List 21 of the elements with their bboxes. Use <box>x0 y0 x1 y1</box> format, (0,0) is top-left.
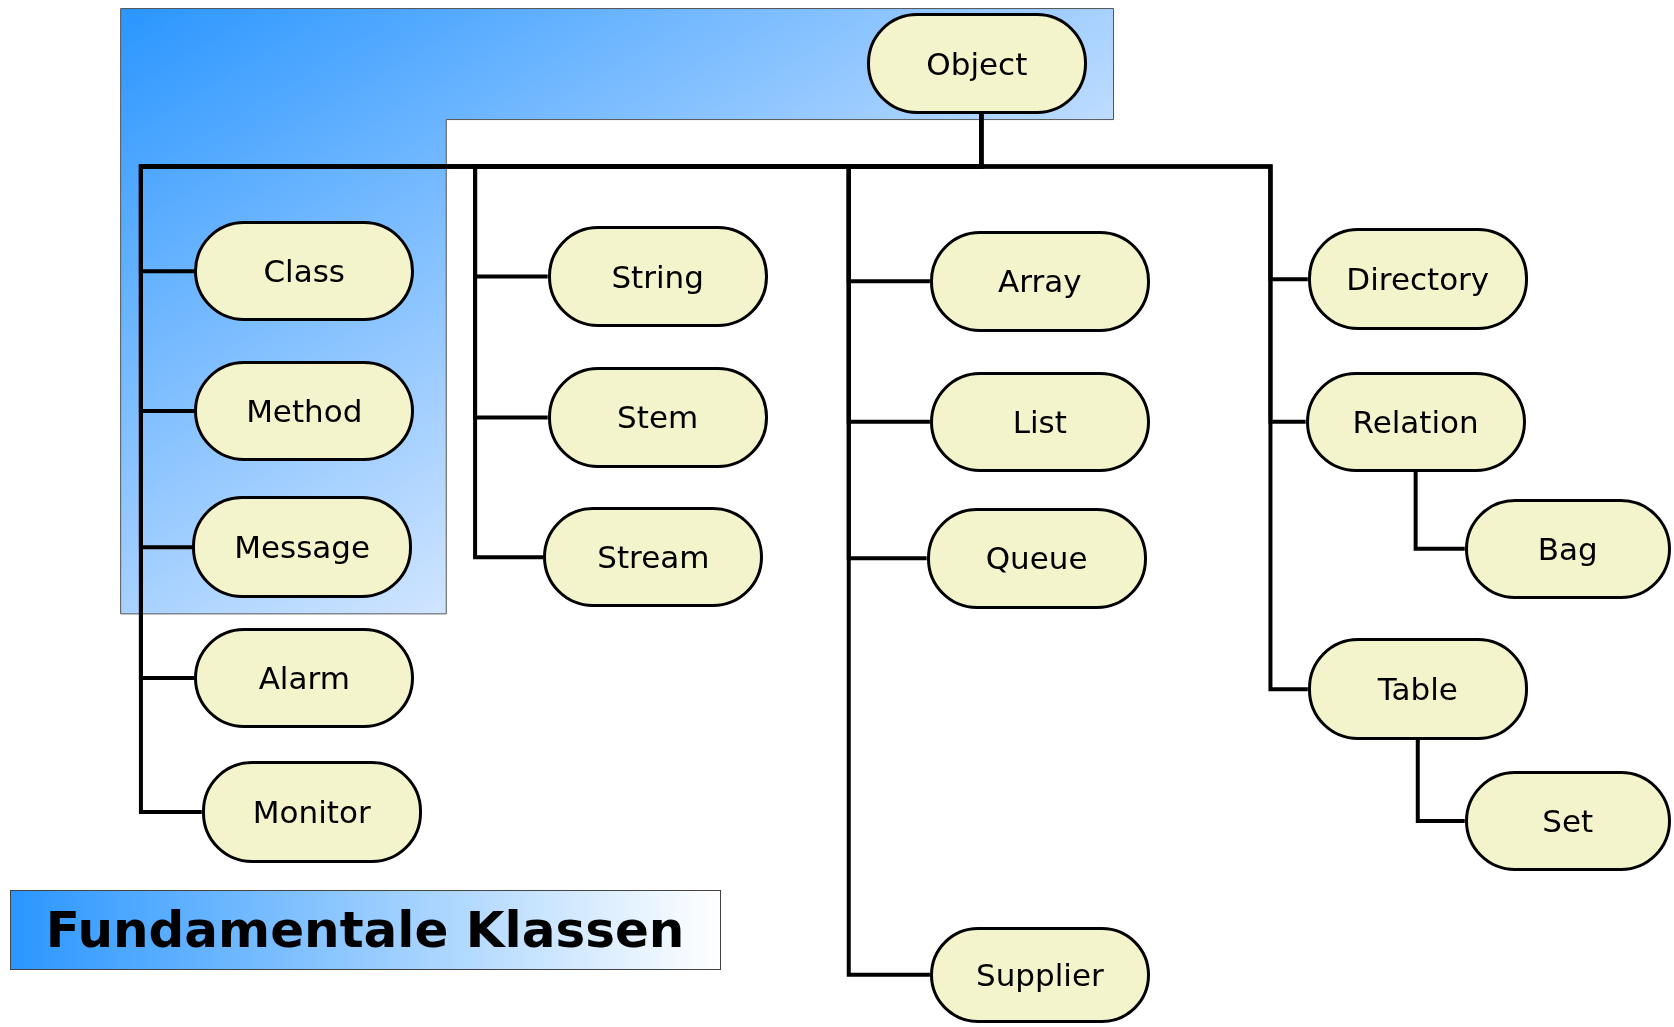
class-name: Method <box>246 393 363 429</box>
connector-line <box>1413 471 1465 551</box>
class-name: Supplier <box>975 956 1104 993</box>
class-name: Bag <box>1537 530 1598 567</box>
class-name: Alarm <box>258 659 350 696</box>
class-name: Set <box>1542 802 1594 839</box>
class-name: Array <box>998 263 1082 300</box>
class-name: Directory <box>1346 261 1490 298</box>
class-name: Table <box>1377 671 1458 708</box>
class-name: Message <box>234 529 371 566</box>
class-name: String <box>611 258 704 295</box>
connector-line <box>1415 739 1465 823</box>
class-name: Class <box>263 253 346 290</box>
class-name: List <box>1012 403 1067 440</box>
class-name: Stream <box>597 539 710 576</box>
class-name: Stem <box>617 399 699 436</box>
class-name: Object <box>926 45 1028 82</box>
diagram-title: Fundamentale Klassen <box>45 901 685 960</box>
class-name: Queue <box>985 540 1088 577</box>
class-name: Monitor <box>252 793 371 830</box>
class-name: Relation <box>1352 403 1479 440</box>
